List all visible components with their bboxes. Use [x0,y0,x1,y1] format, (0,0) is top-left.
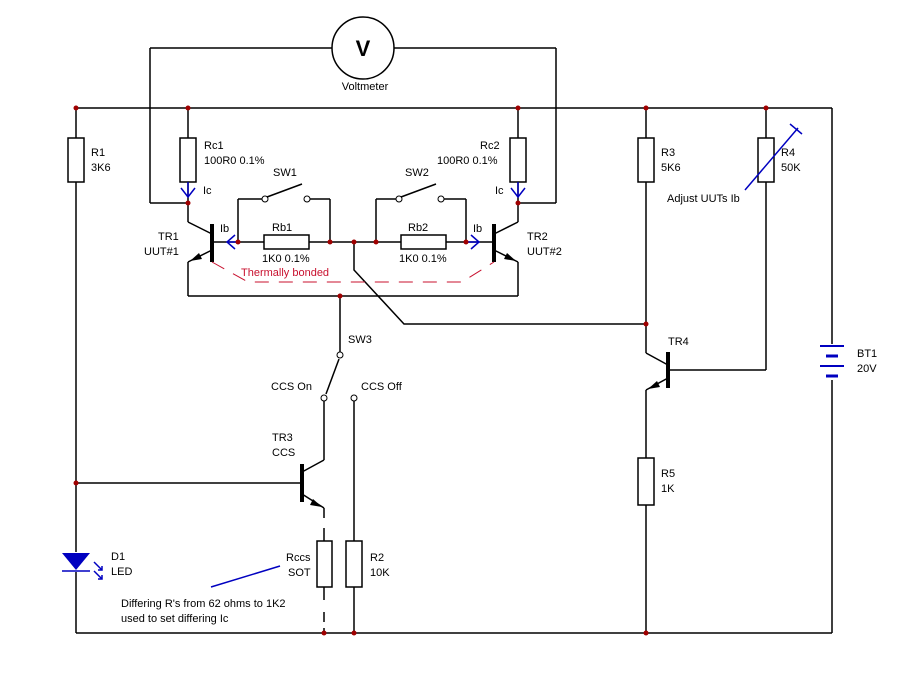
r4-note: Adjust UUTs Ib [667,193,740,205]
ic1-label: Ic [203,185,212,197]
emitter-tie [188,295,518,352]
r5-resistor [637,457,655,506]
tr4-name: TR4 [668,336,689,348]
junctions [73,105,769,636]
sw3-switch: SW3 CCS On CCS Off [271,334,403,402]
r1-value: 3K6 [91,162,111,174]
r2-value: 10K [370,567,390,579]
voltmeter-letter: V [356,36,371,61]
rb1-name: Rb1 [272,222,292,234]
ic2-label: Ic [495,185,504,197]
rccs-resistor [316,540,333,588]
r2-resistor [345,540,363,588]
tr1-transistor: TR1 UUT#1 Ib [144,221,240,296]
rc1-value: 100R0 0.1% [204,155,265,167]
rb1-resistor [263,234,310,250]
r4-adjust-arrow [744,127,799,191]
r3-value: 5K6 [661,162,681,174]
thermal-bond: Thermally bonded [211,261,495,283]
ic2-arrow [510,187,526,199]
r4-name: R4 [781,147,795,159]
d1-led: D1 LED [62,551,132,580]
sw1-label: SW1 [273,167,297,179]
voltmeter-label: Voltmeter [342,81,389,93]
supply-rails [76,107,833,634]
thermal-label: Thermally bonded [241,267,329,279]
rc2-value: 100R0 0.1% [437,155,498,167]
rccs-value: SOT [288,567,311,579]
r2-name: R2 [370,552,384,564]
rccs-note-line1: Differing R's from 62 ohms to 1K2 [121,598,286,610]
rb1-value: 1K0 0.1% [262,253,310,265]
r5-value: 1K [661,483,675,495]
bt1-name: BT1 [857,348,877,360]
tr1-name: TR1 [158,231,179,243]
tr2-transistor: TR2 UUT#2 Ib [466,221,562,296]
rc2-resistor [509,137,527,183]
r1-resistor [67,137,85,183]
rc1-name: Rc1 [204,140,224,152]
tr3-name: TR3 [272,432,293,444]
tr2-name: TR2 [527,231,548,243]
sw1-lever [266,183,303,198]
r2-branch: R2 10K [345,401,390,633]
r1-name: R1 [91,147,105,159]
r5-name: R5 [661,468,675,480]
bt1-value: 20V [857,363,877,375]
rb2-name: Rb2 [408,222,428,234]
rc1-resistor [179,137,197,183]
tr4-stage: R3 5K6 TR4 R5 1K [637,108,766,633]
d1-type: LED [111,566,132,578]
sw2-label: SW2 [405,167,429,179]
rc2-name: Rc2 [480,140,500,152]
rc1-branch: Rc1 100R0 0.1% Ic [179,108,265,222]
r3-resistor [637,137,655,183]
rccs-note-line2: used to set differing Ic [121,613,229,625]
r1-d1-branch: R1 3K6 [67,108,111,633]
ib2-label: Ib [473,223,482,235]
sw2-lever [400,183,437,198]
rc2-branch: Rc2 100R0 0.1% Ic [437,108,527,222]
r3-name: R3 [661,147,675,159]
d1-name: D1 [111,551,125,563]
r4-branch: R4 50K Adjust UUTs Ib [667,108,803,370]
base-network: Rb1 1K0 0.1% Rb2 1K0 0.1% SW1 SW2 [237,167,646,325]
sw3-label: SW3 [348,334,372,346]
tr3-role: CCS [272,447,295,459]
tr2-role: UUT#2 [527,246,562,258]
rccs-pointer [210,565,281,588]
voltmeter-symbol [331,16,395,80]
rb2-value: 1K0 0.1% [399,253,447,265]
ccs-off-label: CCS Off [361,381,403,393]
tr3-transistor: TR3 CCS Rccs SOT Differing R's from 62 o… [76,401,333,633]
ib1-label: Ib [220,223,229,235]
rccs-name: Rccs [286,552,311,564]
voltmeter: V Voltmeter [149,16,557,204]
ccs-on-label: CCS On [271,381,312,393]
tr1-role: UUT#1 [144,246,179,258]
r4-value: 50K [781,162,801,174]
rb2-resistor [400,234,447,250]
bt1-battery: BT1 20V [820,345,877,378]
